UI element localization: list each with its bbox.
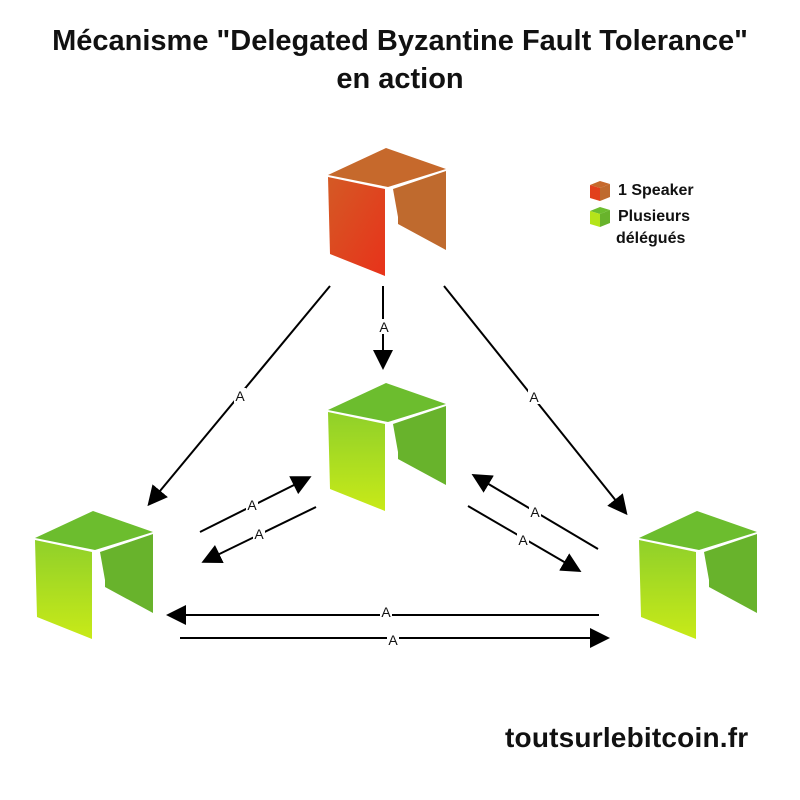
cube-front-face (639, 540, 696, 639)
cube-front-face (328, 412, 385, 511)
delegate-node-neo-cube-icon (328, 383, 446, 511)
legend-delegates-line-1: Plusieurs (618, 208, 691, 225)
cube-front-face (328, 177, 385, 276)
edge-label-backdrop (378, 319, 390, 334)
edge-label: A (247, 497, 257, 513)
cube-top-face (328, 148, 446, 187)
source-footer: toutsurlebitcoin.fr (505, 722, 749, 753)
delegate-node-neo-cube-icon (35, 511, 153, 639)
edge-delegate-left-to-delegate-right: A (180, 628, 610, 648)
edge-label: A (381, 604, 391, 620)
edge-label-backdrop (234, 388, 246, 403)
legend-delegates-line-2: délégués (616, 230, 686, 247)
edge-label-backdrop (246, 497, 258, 512)
legend-speaker-label: 1 Speaker (618, 182, 694, 199)
edge-label: A (379, 319, 389, 335)
edge-label: A (388, 632, 398, 648)
cube-side-face (100, 534, 153, 613)
cube-front-face (35, 540, 92, 639)
edge-delegate-left-to-delegate-center: A (199, 476, 312, 533)
title-line-1: Mécanisme "Delegated Byzantine Fault Tol… (52, 25, 748, 57)
edge-delegate-right-to-delegate-left: A (166, 604, 599, 625)
speaker-cube-icon (590, 181, 610, 201)
edge-label: A (235, 388, 245, 404)
edge-delegate-center-to-delegate-left: A (201, 506, 317, 563)
edge-label-backdrop (387, 632, 399, 647)
edge-label-backdrop (380, 604, 392, 619)
delegate-cube-icon (590, 207, 610, 227)
cube-side-face (393, 171, 446, 250)
edge-label-backdrop (253, 526, 265, 541)
cube-top-face (639, 511, 757, 550)
edge-label-backdrop (529, 504, 541, 519)
title-line-2: en action (336, 63, 464, 95)
edge-label: A (518, 532, 528, 548)
nodes-layer (35, 148, 757, 639)
edge-speaker-to-delegate-center: A (373, 286, 393, 370)
edge-speaker-to-delegate-left: A (147, 285, 331, 507)
edge-label: A (530, 504, 540, 520)
legend-item-delegates: Plusieurs délégués (586, 206, 694, 247)
legend: 1 Speaker Plusieurs délégués (586, 180, 694, 247)
cube-side-face (393, 406, 446, 485)
legend-delegates-label: Plusieurs délégués (616, 206, 691, 250)
cube-top-face (328, 383, 446, 422)
edge-delegate-right-to-delegate-center: A (471, 473, 599, 550)
legend-item-speaker: 1 Speaker (586, 180, 694, 206)
edge-label-backdrop (517, 532, 529, 547)
edge-speaker-to-delegate-right: A (443, 285, 628, 516)
cube-top-face (35, 511, 153, 550)
speaker-node-neo-cube-icon (328, 148, 446, 276)
edge-label: A (529, 389, 539, 405)
diagram-title: Mécanisme "Delegated Byzantine Fault Tol… (0, 22, 800, 98)
edge-label-backdrop (528, 389, 540, 404)
delegate-node-neo-cube-icon (639, 511, 757, 639)
cube-side-face (704, 534, 757, 613)
edge-label: A (254, 526, 264, 542)
edge-delegate-center-to-delegate-right: A (467, 505, 582, 573)
